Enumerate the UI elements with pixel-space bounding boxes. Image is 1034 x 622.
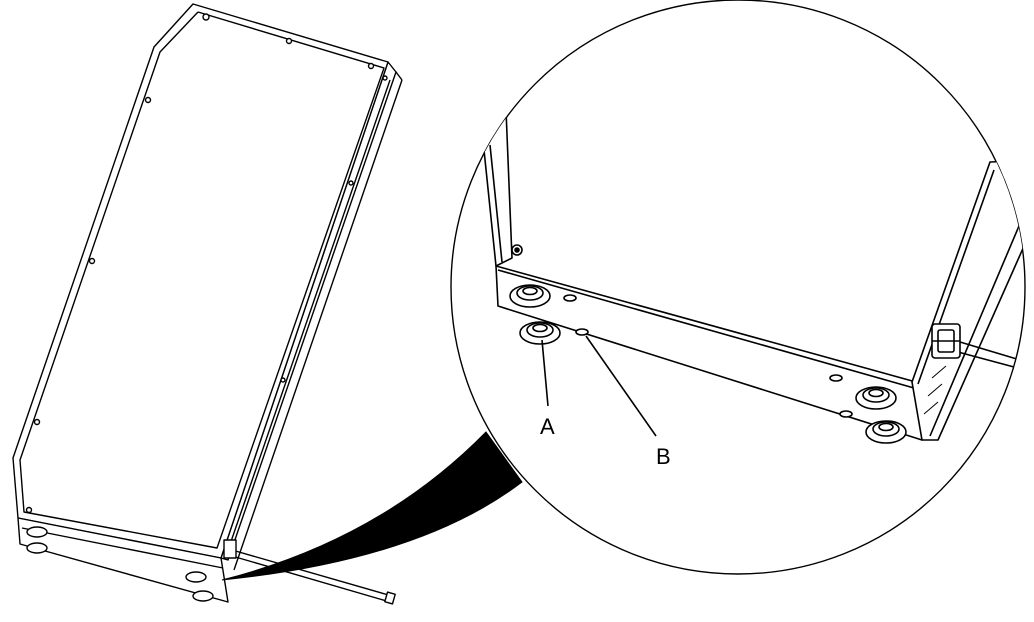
callout-label-a: A — [540, 414, 555, 439]
magnifier-wedge — [221, 431, 523, 581]
unit-pipe — [231, 549, 393, 597]
callout-label-b: B — [656, 444, 671, 469]
detail-right-column — [911, 159, 1025, 441]
magnified-detail — [483, 109, 1025, 444]
cable-gland-icon — [865, 420, 907, 444]
hole-icon — [563, 294, 577, 302]
cable-gland-icon — [519, 321, 561, 345]
unit-connector — [223, 539, 237, 559]
unit-bottom-face — [17, 517, 229, 603]
screw-icon — [382, 75, 388, 81]
screw-icon — [202, 13, 210, 21]
screw-icon — [144, 96, 152, 104]
screw-icon — [33, 418, 41, 426]
hole-icon — [829, 374, 843, 382]
screw-icon — [367, 62, 375, 70]
hole-icon — [839, 410, 853, 418]
screw-icon — [280, 377, 286, 383]
screw-icon — [88, 257, 96, 265]
unit-panel-border — [19, 11, 385, 549]
unit-glands — [26, 526, 214, 602]
unit-front-panel — [12, 3, 389, 559]
leader-line-b — [585, 335, 657, 437]
screw-icon — [285, 37, 293, 45]
screw-icon — [25, 506, 33, 514]
leader-line-a — [541, 339, 549, 407]
hole-icon — [575, 328, 589, 336]
cable-gland-icon — [855, 386, 897, 410]
cable-gland-icon — [509, 284, 551, 308]
detail-connector — [931, 323, 961, 359]
screw-icon — [348, 180, 354, 186]
unit-overview — [12, 3, 403, 605]
